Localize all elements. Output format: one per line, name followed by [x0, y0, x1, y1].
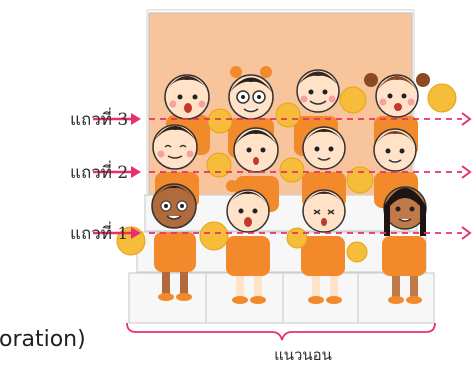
pompoms-row-2: [206, 152, 374, 194]
horizontal-brace: [126, 322, 436, 341]
row-3-label: แถวที่ 3: [70, 110, 129, 130]
kid-r1-1: [151, 183, 197, 301]
row-1-label: แถวที่ 1: [70, 224, 129, 244]
row-2-kids: [152, 124, 418, 212]
kid-r1-3: [301, 189, 346, 304]
row-guide-heads: [461, 112, 472, 240]
row-arrows: [93, 113, 141, 239]
row-2-label: แถวที่ 2: [70, 163, 129, 183]
row-guides: [149, 118, 462, 234]
horizontal-label: แนวนอน: [274, 346, 332, 364]
cut-off-caption: oration): [0, 327, 86, 352]
row-3-arrow: [93, 113, 141, 125]
row-1-kids: [151, 180, 427, 304]
kid-r1-4: [382, 186, 427, 304]
kid-r1-2: [226, 180, 270, 304]
row-2-arrow: [93, 166, 141, 178]
row-1-arrow: [93, 227, 141, 239]
pompoms-row-3: [207, 83, 457, 134]
